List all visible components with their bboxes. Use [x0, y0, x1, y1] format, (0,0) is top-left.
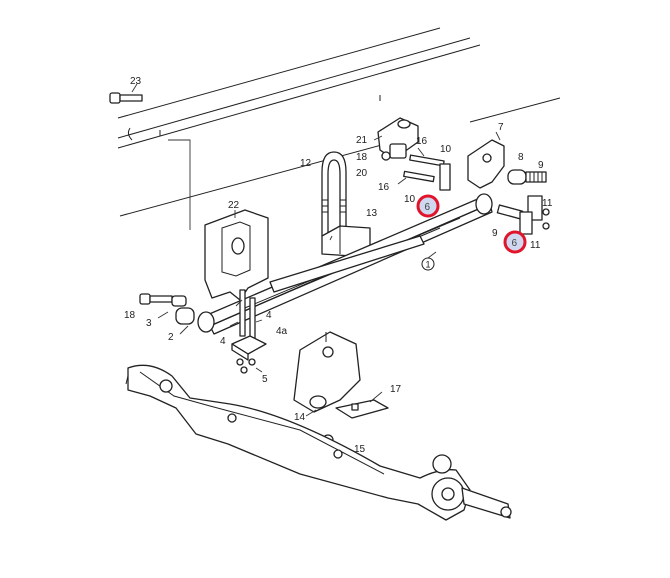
callout-7: 7	[498, 122, 504, 133]
callout-leaders	[157, 235, 437, 417]
callout-12: 12	[300, 158, 312, 169]
callout-14: 14	[294, 412, 306, 423]
callout-labels: 23 21 7 16 10 18 20 16 10 8 9 11 12 13 9…	[124, 76, 553, 455]
hanger-bracket-22	[168, 139, 269, 301]
callout-22: 22	[228, 200, 240, 211]
callout-9a: 9	[538, 160, 544, 171]
callout-16b: 16	[378, 182, 390, 193]
callout-15: 15	[354, 444, 366, 455]
callout-20: 20	[356, 168, 368, 179]
shackle-21	[373, 117, 419, 161]
callout-16a: 16	[416, 136, 428, 147]
plate-17	[335, 399, 389, 419]
plate-4a-nuts-5	[231, 335, 267, 374]
callout-4a: 4	[220, 336, 226, 347]
callout-11a: 11	[542, 198, 553, 209]
leaf-spring-1	[197, 193, 493, 335]
axle-bracket-14	[293, 331, 361, 413]
bushing-8-spring-9	[507, 169, 550, 230]
highlight-ring-2	[503, 230, 527, 254]
callout-1: 1	[426, 260, 431, 270]
callout-17: 17	[390, 384, 402, 395]
highlight-label-2: 6	[512, 238, 518, 249]
callout-1-ring	[421, 257, 435, 271]
callout-23: 23	[130, 76, 142, 87]
callout-21: 21	[356, 135, 368, 146]
highlighted-callouts: 6 6	[416, 194, 527, 254]
bracket-7	[467, 131, 505, 189]
callout-4b: 4	[266, 310, 272, 321]
front-axle	[125, 364, 512, 521]
callout-10a: 10	[440, 144, 452, 155]
bolt-23	[109, 83, 143, 104]
callout-4c: 4a	[276, 326, 288, 337]
bolt-18-bushing-2	[139, 293, 195, 325]
callout-2: 2	[168, 332, 174, 343]
callout-8: 8	[518, 152, 524, 163]
callout-11b: 11	[530, 240, 541, 251]
frame-rail	[117, 27, 561, 217]
callout-9b: 9	[492, 228, 498, 239]
callout-13: 13	[366, 208, 378, 219]
highlight-label-1: 6	[425, 202, 431, 213]
u-bolt-12	[321, 151, 347, 237]
callout-18a: 18	[356, 152, 368, 163]
callout-10b: 10	[404, 194, 416, 205]
callout-3: 3	[146, 318, 152, 329]
bolts-16-10	[397, 147, 451, 191]
callout-5: 5	[262, 374, 268, 385]
callout-18b: 18	[124, 310, 136, 321]
spring-9-lower	[496, 204, 533, 235]
highlight-ring-1	[416, 194, 440, 218]
